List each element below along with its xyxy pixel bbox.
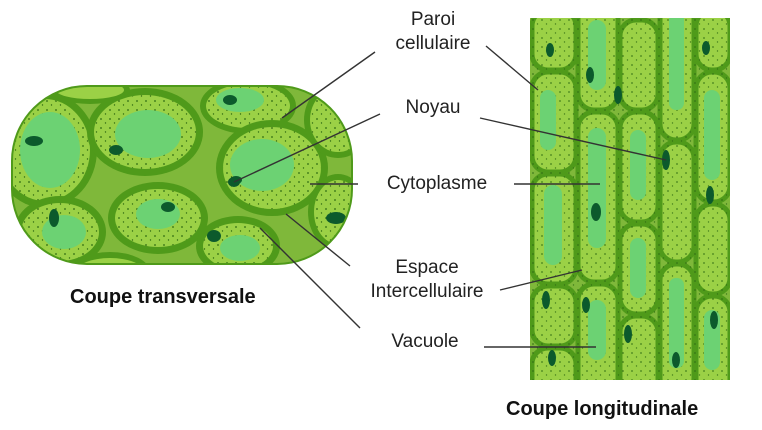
label-space-line1: Espace [352, 256, 502, 280]
transverse-cell [196, 216, 280, 276]
caption-longitudinal-section: Coupe longitudinale [506, 398, 698, 421]
label-vacuole: Vacuole [370, 330, 480, 354]
label-cell-wall-line2: cellulaire [378, 32, 488, 56]
label-cytoplasm: Cytoplasme [362, 172, 512, 196]
label-cell-wall: Paroi cellulaire [378, 8, 488, 56]
caption-transverse-section: Coupe transversale [70, 286, 256, 309]
label-intercellular-space: Espace Intercellulaire [352, 256, 502, 304]
label-cell-wall-line1: Paroi [378, 8, 488, 32]
transverse-cell [304, 82, 372, 158]
transverse-cell [108, 182, 208, 254]
label-space-line2: Intercellulaire [352, 280, 502, 304]
label-nucleus: Noyau [378, 96, 488, 120]
longitudinal-section [530, 0, 730, 398]
